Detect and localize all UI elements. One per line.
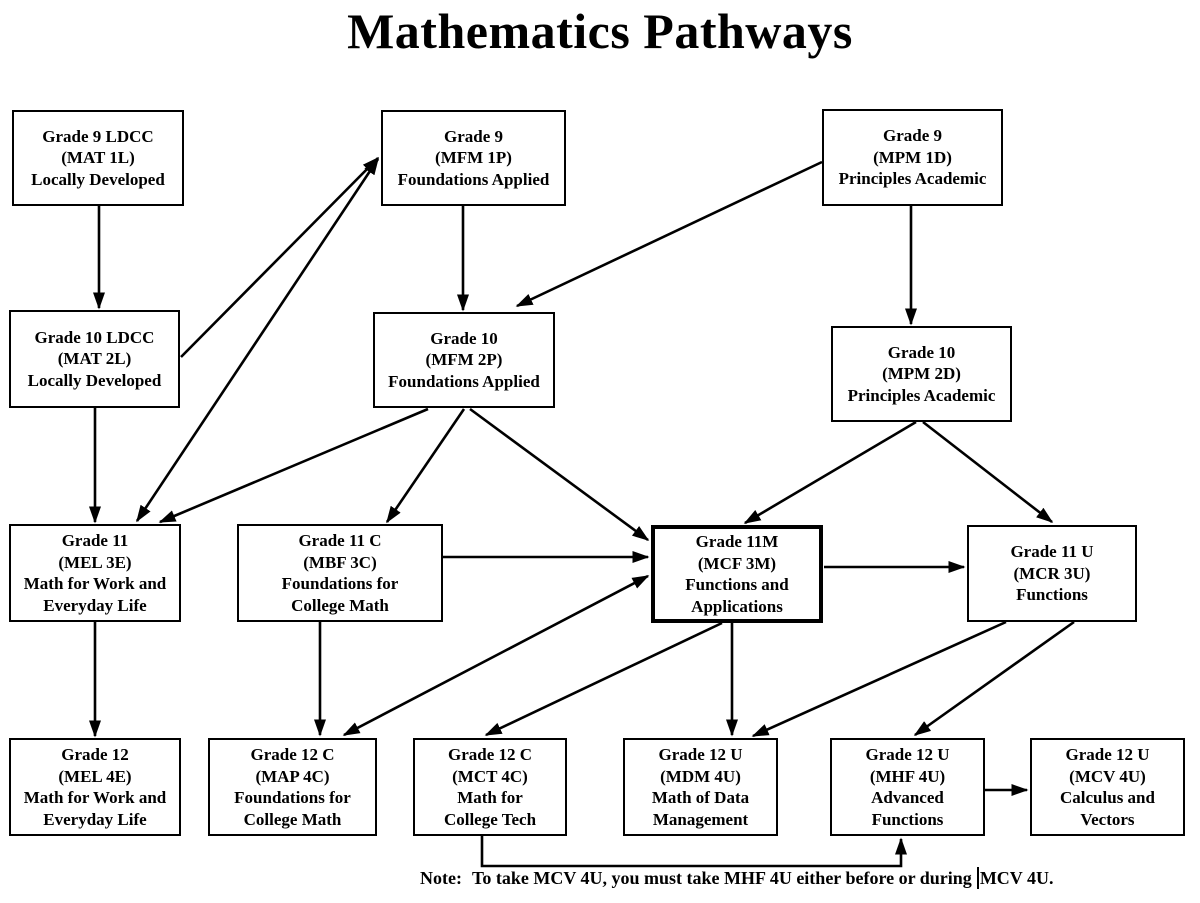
node-mat2l-label-line: Grade 10 LDCC: [34, 327, 155, 347]
node-mfm1p-label-line: (MFM 1P): [435, 148, 512, 168]
node-mcv4u-label-line: Grade 12 U: [1065, 745, 1150, 764]
node-mat2l-label-line: (MAT 2L): [57, 349, 132, 369]
node-mfm2p-label-line: Grade 10: [430, 328, 498, 348]
edge-mat2l-mfm1p: [180, 156, 380, 358]
node-mbf3c-label-line: (MBF 3C): [303, 552, 377, 572]
node-mat1l-label-line: (MAT 1L): [61, 148, 135, 168]
node-mcf3m-label-line: Applications: [691, 596, 783, 616]
text-cursor-artifact: [976, 867, 979, 889]
node-mpm2d: Grade 10(MPM 2D)Principles Academic: [831, 326, 1012, 422]
node-mel4e-label-line: Everyday Life: [43, 809, 147, 829]
node-mcr3u-label-line: Functions: [1016, 585, 1088, 605]
node-mct4c-label-line: Grade 12 C: [447, 745, 533, 764]
edge-mcr3u-mhf4u: [913, 620, 1075, 737]
node-mcr3u-label-line: (MCR 3U): [1013, 563, 1091, 583]
edge-mfm2p-mbf3c: [385, 408, 466, 524]
node-mel4e-label-line: Math for Work and: [23, 788, 167, 807]
edge-mfm1p-mel3e: [135, 157, 380, 523]
node-mel3e-label-line: Everyday Life: [43, 595, 147, 615]
node-mfm1p: Grade 9(MFM 1P)Foundations Applied: [381, 110, 566, 206]
node-mdm4u-label-line: (MDM 4U): [660, 766, 741, 786]
node-mpm1d: Grade 9(MPM 1D)Principles Academic: [822, 109, 1003, 206]
note-text-after: MCV 4U.: [979, 868, 1054, 888]
note-text-before: To take MCV 4U, you must take MHF 4U eit…: [471, 868, 972, 888]
node-mat1l-label-line: Grade 9 LDCC: [42, 126, 154, 146]
edge-mpm2d-mcr3u: [922, 420, 1054, 524]
edge-mpm1d-mfm2p: [515, 160, 823, 308]
node-mel3e-label-line: Math for Work and: [23, 574, 167, 593]
node-mdm4u-label-line: Math of Data: [651, 788, 750, 807]
node-mpm1d-label-line: (MPM 1D): [873, 147, 952, 167]
node-mhf4u-label-line: Functions: [871, 809, 944, 829]
node-map4c-label-line: Foundations for: [234, 788, 351, 807]
node-mct4c-label-line: Math for: [457, 788, 523, 807]
edge-mct4c-mhf4u: [480, 836, 907, 868]
node-mpm2d-label-line: Grade 10: [887, 342, 956, 362]
node-mpm2d-label-line: (MPM 2D): [882, 364, 961, 384]
node-map4c-label-line: (MAP 4C): [255, 766, 330, 786]
node-mfm2p-label-line: (MFM 2P): [425, 350, 503, 370]
node-mdm4u-label-line: Grade 12 U: [658, 745, 743, 764]
node-mat1l: Grade 9 LDCC(MAT 1L)Locally Developed: [12, 110, 184, 206]
node-mel3e-label-line: (MEL 3E): [58, 552, 132, 572]
note-label: Note:: [420, 868, 462, 888]
node-mat1l-label-line: Locally Developed: [31, 169, 165, 189]
node-mcf3m-label-line: Functions and: [685, 575, 789, 594]
node-map4c-label-line: College Math: [243, 809, 342, 829]
node-mcr3u-label-line: Grade 11 U: [1010, 542, 1094, 562]
edge-mpm2d-mcf3m: [743, 420, 917, 525]
node-mbf3c-label-line: Grade 11 C: [298, 531, 382, 550]
node-mcv4u-label-line: Calculus and: [1060, 788, 1155, 807]
node-mfm1p-label-line: Grade 9: [443, 126, 504, 146]
edge-mfm2p-mcf3m: [469, 407, 650, 542]
node-mhf4u-label-line: Grade 12 U: [865, 745, 950, 764]
edge-mcf3m-map4c: [342, 574, 650, 737]
node-mct4c-label-line: (MCT 4C): [452, 766, 528, 786]
node-mel4e-label-line: Grade 12: [61, 745, 129, 764]
node-mat2l: Grade 10 LDCC(MAT 2L)Locally Developed: [9, 310, 180, 408]
node-mel3e-label-line: Grade 11: [61, 531, 129, 550]
node-mhf4u-label-line: (MHF 4U): [869, 766, 946, 786]
node-mcv4u-label-line: Vectors: [1080, 809, 1135, 829]
node-mcf3m-label-line: (MCF 3M): [697, 553, 777, 573]
node-mcv4u-label-line: (MCV 4U): [1069, 766, 1146, 786]
node-mcr3u: Grade 11 U(MCR 3U)Functions: [967, 525, 1137, 622]
node-mbf3c-label-line: Foundations for: [281, 574, 399, 593]
node-mcf3m-label-line: Grade 11M: [695, 532, 779, 551]
node-mfm2p-label-line: Foundations Applied: [388, 371, 540, 391]
page-title: Mathematics Pathways: [347, 3, 853, 59]
node-mbf3c-label-line: College Math: [291, 595, 389, 615]
node-mpm2d-label-line: Principles Academic: [847, 385, 996, 405]
node-mpm1d-label-line: Grade 9: [882, 126, 943, 146]
node-map4c-label-line: Grade 12 C: [250, 745, 335, 764]
node-mdm4u-label-line: Management: [652, 809, 749, 829]
node-mel4e-label-line: (MEL 4E): [58, 766, 132, 786]
node-mpm1d-label-line: Principles Academic: [838, 169, 987, 189]
pathway-note: Note: To take MCV 4U, you must take MHF 4…: [420, 866, 1053, 890]
node-mhf4u-label-line: Advanced: [871, 788, 944, 807]
edge-mfm2p-mel3e: [158, 407, 429, 524]
node-mat2l-label-line: Locally Developed: [27, 370, 162, 390]
edge-mcr3u-mdm4u: [751, 620, 1007, 738]
node-mfm1p-label-line: Foundations Applied: [397, 169, 550, 189]
edge-mcf3m-mct4c: [484, 621, 723, 737]
node-mct4c-label-line: College Tech: [443, 809, 537, 829]
node-mfm2p: Grade 10(MFM 2P)Foundations Applied: [373, 312, 555, 408]
